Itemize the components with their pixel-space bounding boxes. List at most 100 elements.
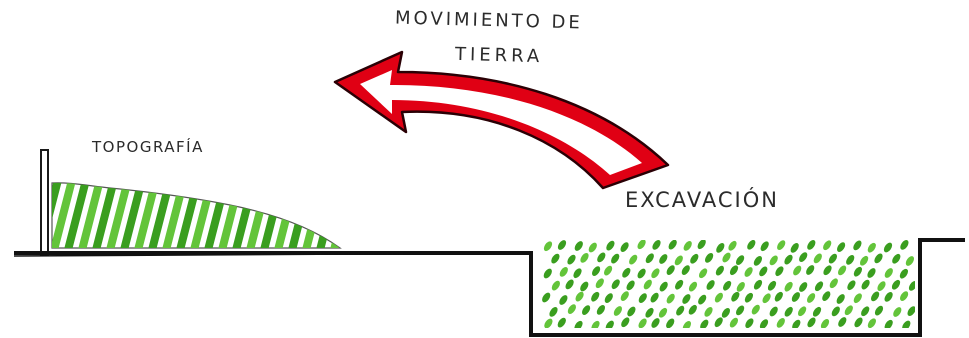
fill-dot <box>605 320 614 328</box>
fill-dot <box>760 241 769 252</box>
fill-dot <box>776 318 785 328</box>
fill-dot <box>574 241 583 251</box>
fill-dot <box>551 253 560 264</box>
fill-dot <box>629 254 638 265</box>
fill-dot <box>774 291 783 302</box>
fill-dot <box>861 279 870 290</box>
excavation-fill <box>542 240 915 328</box>
fill-dot <box>899 291 909 301</box>
fill-dot <box>613 306 623 316</box>
fill-dot <box>682 294 691 304</box>
hatch-stroke <box>120 182 146 248</box>
fill-dot <box>759 319 769 328</box>
fill-dot <box>877 281 886 291</box>
fill-dot <box>698 294 707 305</box>
fill-dot <box>822 291 831 301</box>
hatch-stroke <box>52 182 76 248</box>
fill-dot <box>674 279 684 290</box>
fill-dot <box>836 242 846 252</box>
fill-dot <box>844 305 853 316</box>
fill-dot <box>905 256 915 266</box>
fill-dot <box>791 292 801 302</box>
fill-dot <box>884 268 893 278</box>
fill-dot <box>891 279 901 290</box>
fill-dot <box>666 293 675 304</box>
fill-dot <box>867 242 876 253</box>
fill-dot <box>744 292 754 303</box>
fill-dot <box>874 253 883 264</box>
fill-dot <box>735 305 745 316</box>
fill-dot <box>893 307 902 317</box>
fill-dot <box>784 281 793 292</box>
fill-dot <box>722 252 731 263</box>
fill-dot <box>807 317 816 328</box>
fill-dot <box>793 265 802 276</box>
fill-dot <box>681 265 690 275</box>
fill-dot <box>597 252 606 263</box>
fill-dot <box>759 266 768 277</box>
fill-dot <box>812 306 822 317</box>
fill-dot <box>645 253 654 264</box>
fill-dot <box>797 306 807 317</box>
fill-dot <box>549 307 558 317</box>
fill-dot <box>729 265 739 276</box>
fill-dot <box>674 255 683 266</box>
fill-dot <box>542 292 551 303</box>
fill-dot <box>814 281 824 292</box>
fill-dot <box>603 265 613 276</box>
fill-dot <box>902 320 911 328</box>
fill-dot <box>682 321 692 328</box>
fill-dot <box>559 295 568 305</box>
fill-dot <box>859 255 869 266</box>
fill-dot <box>627 306 636 317</box>
fill-dot <box>853 240 862 251</box>
fill-dot <box>892 253 901 264</box>
fill-dot <box>836 294 845 304</box>
fill-dot <box>611 253 620 264</box>
fill-dot <box>551 280 561 291</box>
fill-dot <box>637 240 646 250</box>
fill-dot <box>637 268 646 279</box>
fill-dot <box>591 291 600 302</box>
fill-dot <box>626 280 635 291</box>
fill-dot <box>806 265 815 275</box>
fill-dot <box>643 279 652 290</box>
fill-dot <box>621 317 630 328</box>
fill-dot <box>700 319 709 328</box>
fill-dot <box>668 240 677 250</box>
fill-dot <box>767 280 777 291</box>
fill-dot <box>907 306 915 316</box>
fill-dot <box>884 292 893 302</box>
fill-dot <box>853 266 863 277</box>
fill-dot <box>751 304 760 315</box>
excavation-label: EXCAVACIÓN <box>625 188 779 212</box>
fill-dot <box>596 305 606 315</box>
fill-dot <box>581 305 591 315</box>
fill-dot <box>883 242 893 253</box>
fill-dot <box>645 307 654 318</box>
hatch-stroke <box>78 182 104 248</box>
fill-dot <box>769 306 778 317</box>
fill-dot <box>813 253 822 264</box>
fill-dot <box>543 241 553 252</box>
fill-dot <box>735 255 745 265</box>
fill-dot <box>638 293 647 303</box>
fill-dot <box>867 268 876 278</box>
fill-dot <box>688 281 698 292</box>
fill-dot <box>595 278 604 289</box>
fill-dot <box>828 253 838 264</box>
fill-dot <box>823 240 832 251</box>
fill-dot <box>620 242 629 252</box>
fill-dot <box>715 265 725 276</box>
fill-dot <box>799 282 808 292</box>
hatch-stroke <box>330 182 340 248</box>
fill-dot <box>652 240 661 250</box>
fill-dot <box>837 265 847 276</box>
fill-dot <box>899 268 909 279</box>
fill-dot <box>799 252 808 262</box>
fill-dot <box>745 318 754 328</box>
fill-dot <box>676 305 685 316</box>
fill-dot <box>729 317 739 328</box>
